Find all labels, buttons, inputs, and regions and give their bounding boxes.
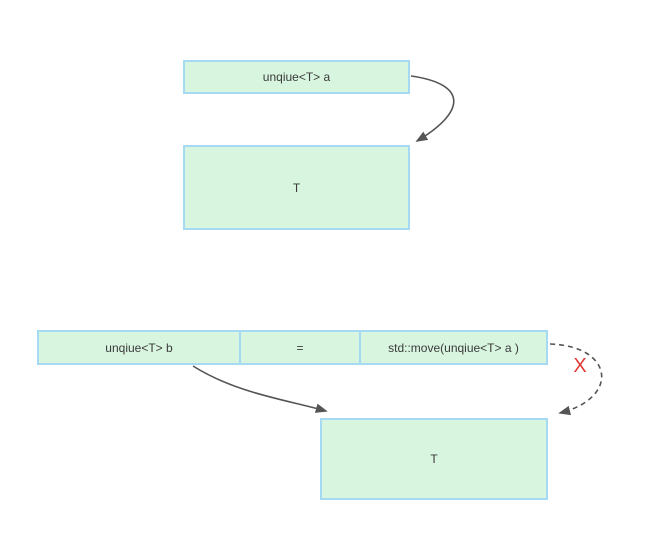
box-unique-ptr-a: unqiue<T> a [183,60,410,94]
box-object-t-top: T [183,145,410,230]
box-equals-operator: = [239,330,361,365]
arrow-ptr-a-to-object-icon [410,75,455,142]
box-unique-ptr-b: unqiue<T> b [37,330,241,365]
invalid-pointer-x-mark: X [573,355,587,377]
arrow-ptr-b-to-object-icon [192,365,328,413]
box-std-move-expression: std::move(unqiue<T> a ) [359,330,548,365]
box-object-t-bottom: T [320,418,548,500]
